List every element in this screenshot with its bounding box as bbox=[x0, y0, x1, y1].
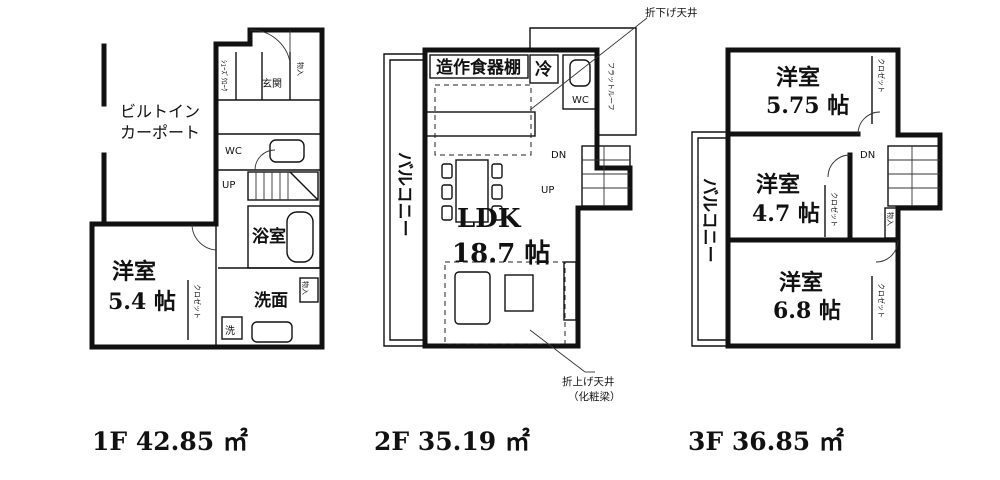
entrance-label: 玄関 bbox=[262, 77, 282, 90]
western-room-a-size: 5.75 帖 bbox=[766, 93, 849, 119]
storage-label-3f: 物入 bbox=[886, 212, 895, 226]
raised-ceiling-note-line1: 折上げ天井 bbox=[562, 375, 615, 388]
western-room-c-size: 6.8 帖 bbox=[773, 298, 841, 324]
dish-cabinet-label: 造作食器棚 bbox=[436, 57, 521, 78]
floor-1f-plan bbox=[89, 27, 325, 350]
western-room-a-label: 洋室 bbox=[776, 65, 820, 91]
floor-2f-area: 2F 35.19 ㎡ bbox=[374, 427, 530, 456]
storage-label-1f: 物入 bbox=[296, 62, 305, 76]
shoe-closet-label: ｼｭｰｽﾞｸﾛｰｸ bbox=[220, 60, 228, 92]
floor-3f-area: 3F 36.85 ㎡ bbox=[688, 427, 844, 456]
western-room-b-label: 洋室 bbox=[756, 172, 800, 198]
up-label-2f: UP bbox=[541, 185, 554, 196]
lowered-ceiling-note: 折下げ天井 bbox=[645, 6, 698, 19]
flat-roof-label: フラットルーフ bbox=[607, 62, 615, 111]
carport-label-line2: カーポート bbox=[120, 123, 200, 142]
fridge-label: 冷 bbox=[535, 59, 552, 80]
western-room-b-size: 4.7 帖 bbox=[752, 201, 820, 227]
western-room-1f-size: 5.4 帖 bbox=[108, 289, 176, 315]
ldk-size: 18.7 帖 bbox=[452, 239, 550, 269]
carport-label-line1: ビルトイン bbox=[120, 102, 200, 121]
western-room-1f-label: 洋室 bbox=[112, 259, 156, 285]
washer-label: 洗 bbox=[225, 325, 235, 337]
balcony-label-2f: バルコニー bbox=[394, 152, 414, 237]
closet-a-label: クロゼット bbox=[877, 58, 886, 93]
washroom-label: 洗面 bbox=[254, 290, 288, 311]
raised-ceiling-note-line2: （化粧梁） bbox=[568, 390, 621, 403]
western-room-c-label: 洋室 bbox=[779, 270, 823, 296]
wc-label-2f: WC bbox=[572, 95, 589, 106]
up-label-1f: UP bbox=[222, 180, 235, 191]
closet-label-1f: クロゼット bbox=[193, 284, 202, 319]
floor-1f-area: 1F 42.85 ㎡ bbox=[92, 427, 248, 456]
closet-b-label: クロゼット bbox=[830, 192, 839, 227]
ldk-label: LDK bbox=[457, 204, 522, 234]
floor-2f-plan bbox=[383, 17, 648, 373]
dn-label-3f: DN bbox=[860, 150, 875, 161]
wc-label-1f: WC bbox=[225, 146, 242, 157]
floor-3f-plan bbox=[691, 47, 943, 349]
dn-label-2f: DN bbox=[551, 150, 566, 161]
closet-c-label: クロゼット bbox=[877, 283, 886, 318]
balcony-label-3f: バルコニー bbox=[699, 178, 719, 263]
storage-small-label: 物入 bbox=[301, 281, 310, 295]
bath-label: 浴室 bbox=[252, 226, 286, 247]
